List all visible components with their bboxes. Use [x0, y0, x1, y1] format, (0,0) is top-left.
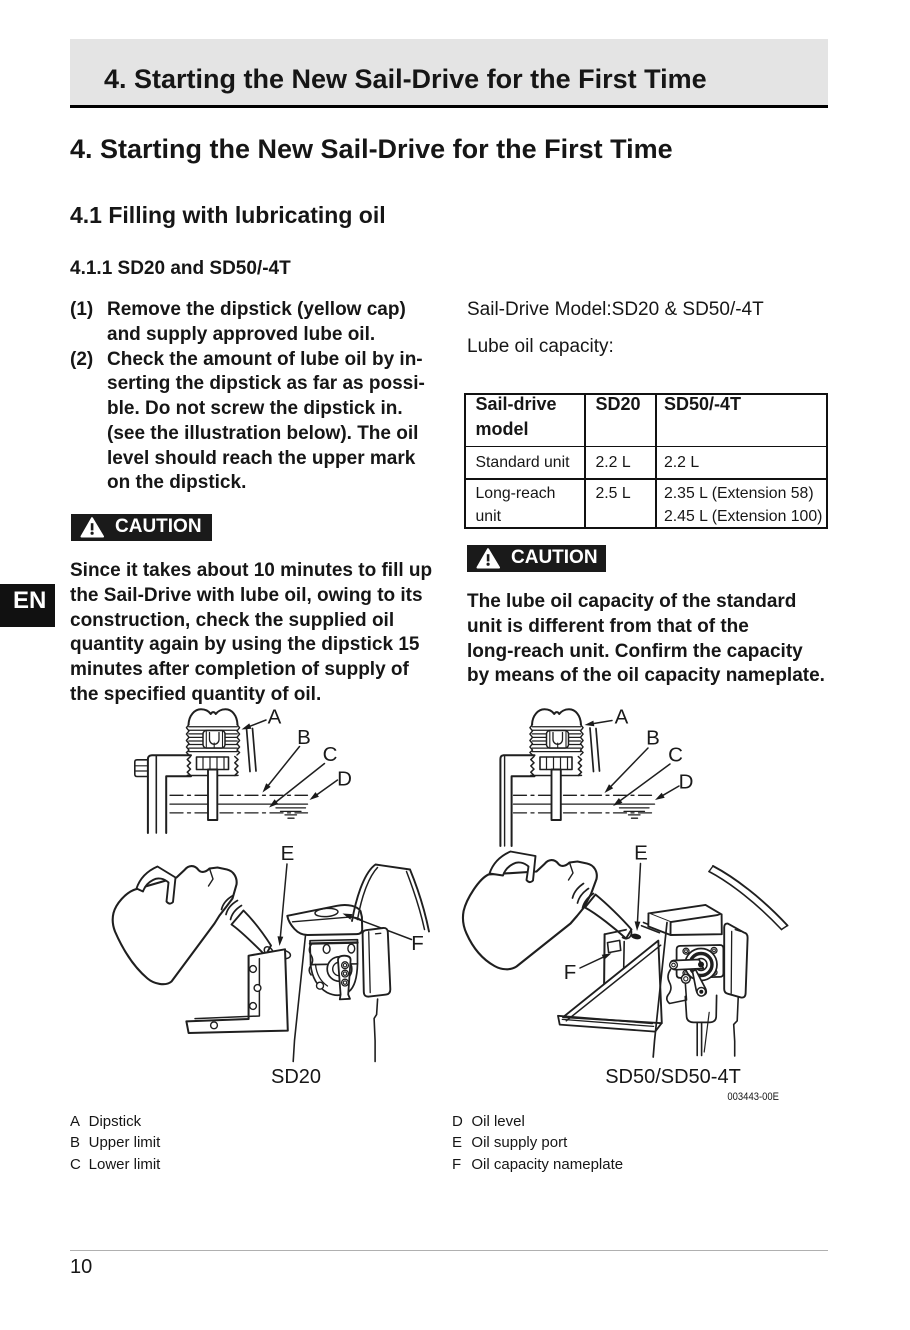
svg-text:C: C	[323, 743, 338, 766]
svg-text:E: E	[634, 842, 648, 865]
svg-text:E: E	[281, 842, 295, 865]
svg-text:A: A	[268, 706, 282, 729]
svg-text:D: D	[337, 768, 352, 791]
svg-text:B: B	[646, 727, 660, 750]
svg-text:D: D	[679, 771, 694, 794]
svg-text:B: B	[297, 726, 311, 749]
svg-text:F: F	[411, 932, 424, 955]
svg-text:A: A	[615, 706, 629, 729]
svg-text:C: C	[668, 744, 683, 767]
svg-text:F: F	[564, 961, 577, 984]
